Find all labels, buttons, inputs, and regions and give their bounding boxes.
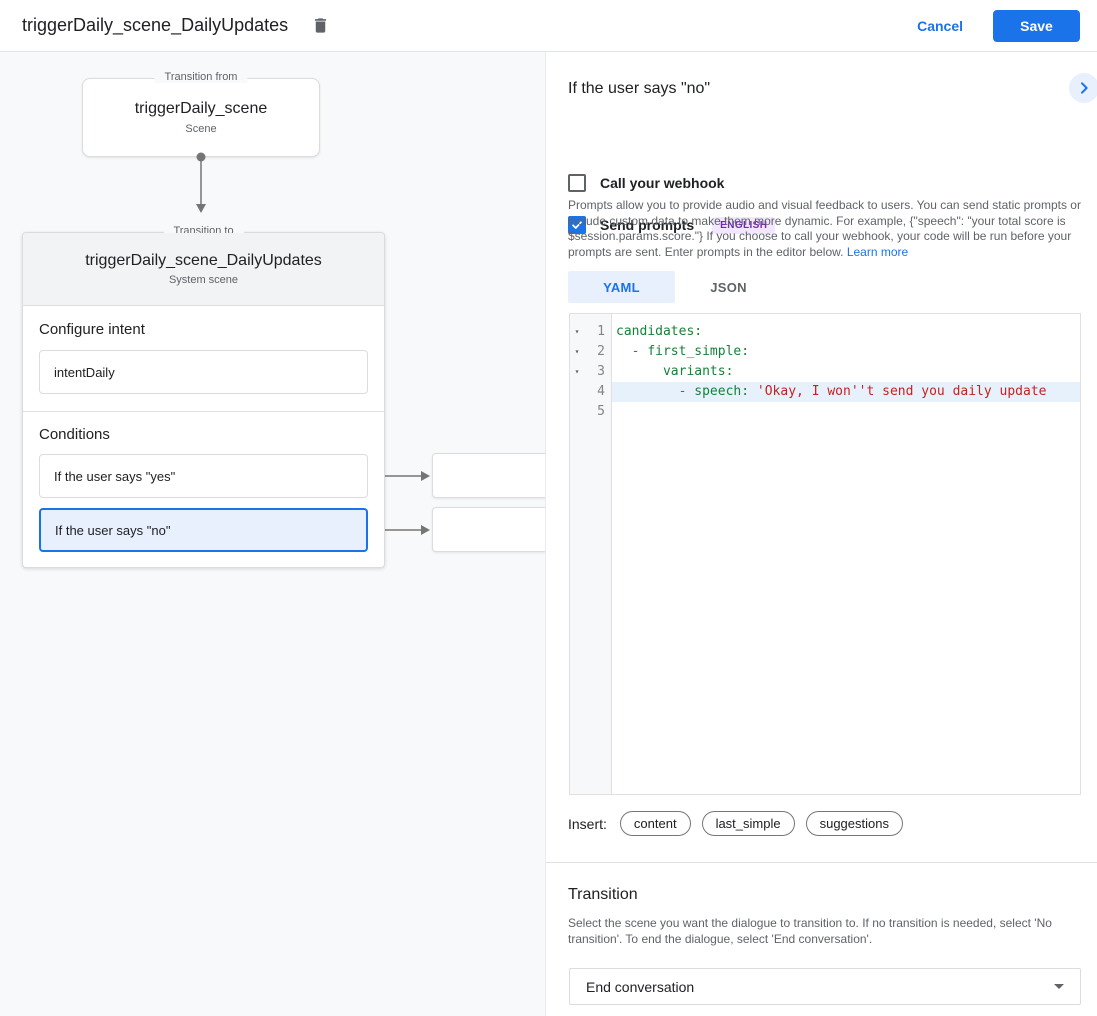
code-line[interactable] <box>612 402 1080 422</box>
editor-gutter: ▾ 1 ▾ 2 ▾ 3 4 5 <box>570 314 612 794</box>
insert-chip-content[interactable]: content <box>619 811 691 836</box>
send-prompts-row: Send prompts ENGLISH <box>568 216 776 234</box>
from-scene-type: Scene <box>185 123 217 135</box>
save-button[interactable]: Save <box>993 9 1080 42</box>
intent-field[interactable]: intentDaily <box>39 350 368 394</box>
transition-from-node[interactable]: Transition from triggerDaily_scene Scene <box>82 71 320 157</box>
yaml-code-editor[interactable]: ▾ 1 ▾ 2 ▾ 3 4 5 candidates: - first_simple: var… <box>569 313 1081 795</box>
line-number: 5 <box>597 404 605 419</box>
insert-chip-last_simple[interactable]: last_simple <box>701 811 795 836</box>
line-number: 1 <box>597 324 605 339</box>
header-actions: Cancel Save <box>917 9 1080 42</box>
insert-chip-suggestions[interactable]: suggestions <box>805 811 903 836</box>
page-title: triggerDaily_scene_DailyUpdates <box>22 15 289 35</box>
dropdown-caret-icon <box>1054 984 1064 989</box>
top-bar: triggerDaily_scene_DailyUpdates Cancel S… <box>0 0 1097 52</box>
editor-code-area[interactable]: candidates: - first_simple: variants: - … <box>612 314 1080 794</box>
scene-card-header: triggerDaily_scene_DailyUpdates System s… <box>23 233 384 306</box>
call-webhook-checkbox[interactable] <box>568 174 586 192</box>
transition-select-value: End conversation <box>586 978 695 995</box>
trash-icon <box>314 18 326 33</box>
code-line[interactable]: variants: <box>662 364 734 379</box>
insert-row: Insert: content last_simple suggestions <box>568 811 903 836</box>
language-badge: ENGLISH <box>712 216 776 234</box>
code-line[interactable]: - first_simple: <box>631 344 750 359</box>
prompts-description: Prompts allow you to provide audio and v… <box>568 198 1083 260</box>
tab-yaml[interactable]: YAML <box>568 271 675 303</box>
panel-title: If the user says "no" <box>568 80 711 97</box>
panel-divider <box>546 862 1097 863</box>
from-scene-name: triggerDaily_scene <box>134 100 268 117</box>
configure-intent-label: Configure intent <box>39 321 145 338</box>
send-prompts-checkbox[interactable] <box>568 216 586 234</box>
send-prompts-label: Send prompts <box>600 217 695 233</box>
line-number: 4 <box>597 384 605 399</box>
line-number: 3 <box>597 364 605 379</box>
delete-scene-button[interactable] <box>306 12 334 40</box>
fold-arrow-icon[interactable]: ▾ <box>574 367 580 376</box>
scene-flow-canvas: Transition from triggerDaily_scene Scene… <box>0 52 546 1016</box>
webhook-row: Call your webhook <box>568 174 724 192</box>
editor-format-tabs: YAML JSON <box>568 271 782 303</box>
linked-scene-stub-no[interactable] <box>432 507 546 552</box>
line-number: 2 <box>597 344 605 359</box>
insert-label: Insert: <box>568 815 607 832</box>
linked-scene-stub-yes[interactable] <box>432 453 546 498</box>
transition-description: Select the scene you want the dialogue t… <box>568 916 1052 946</box>
code-line[interactable]: candidates: <box>616 324 703 339</box>
to-scene-type: System scene <box>168 274 239 286</box>
condition-detail-panel: If the user says "no" Call your webhook … <box>545 52 1097 1016</box>
conditions-label: Conditions <box>39 426 110 443</box>
learn-more-link[interactable]: Learn more <box>846 244 909 259</box>
transition-heading: Transition <box>568 886 638 903</box>
call-webhook-label: Call your webhook <box>600 175 725 191</box>
to-scene-name: triggerDaily_scene_DailyUpdates <box>85 252 322 269</box>
prompts-description-text: Prompts allow you to provide audio and v… <box>568 198 1081 259</box>
collapse-panel-button[interactable] <box>1069 73 1097 103</box>
condition-row[interactable]: If the user says "yes" <box>39 454 368 498</box>
cancel-button[interactable]: Cancel <box>917 17 963 34</box>
fold-arrow-icon[interactable]: ▾ <box>574 347 580 356</box>
card-divider <box>23 411 384 412</box>
transition-from-legend: Transition from <box>154 71 248 83</box>
checkmark-icon <box>572 221 582 229</box>
code-line[interactable]: - speech: 'Okay, I won''t send you daily… <box>612 382 1080 402</box>
condition-row[interactable]: If the user says "no" <box>39 508 368 552</box>
transition-to-card: Transition to triggerDaily_scene_DailyUp… <box>22 225 385 568</box>
fold-arrow-icon[interactable]: ▾ <box>574 327 580 336</box>
insert-chips: content last_simple suggestions <box>619 811 903 836</box>
chevron-right-icon <box>1081 82 1088 94</box>
transition-select[interactable]: End conversation <box>569 968 1081 1005</box>
tab-json[interactable]: JSON <box>710 279 747 295</box>
